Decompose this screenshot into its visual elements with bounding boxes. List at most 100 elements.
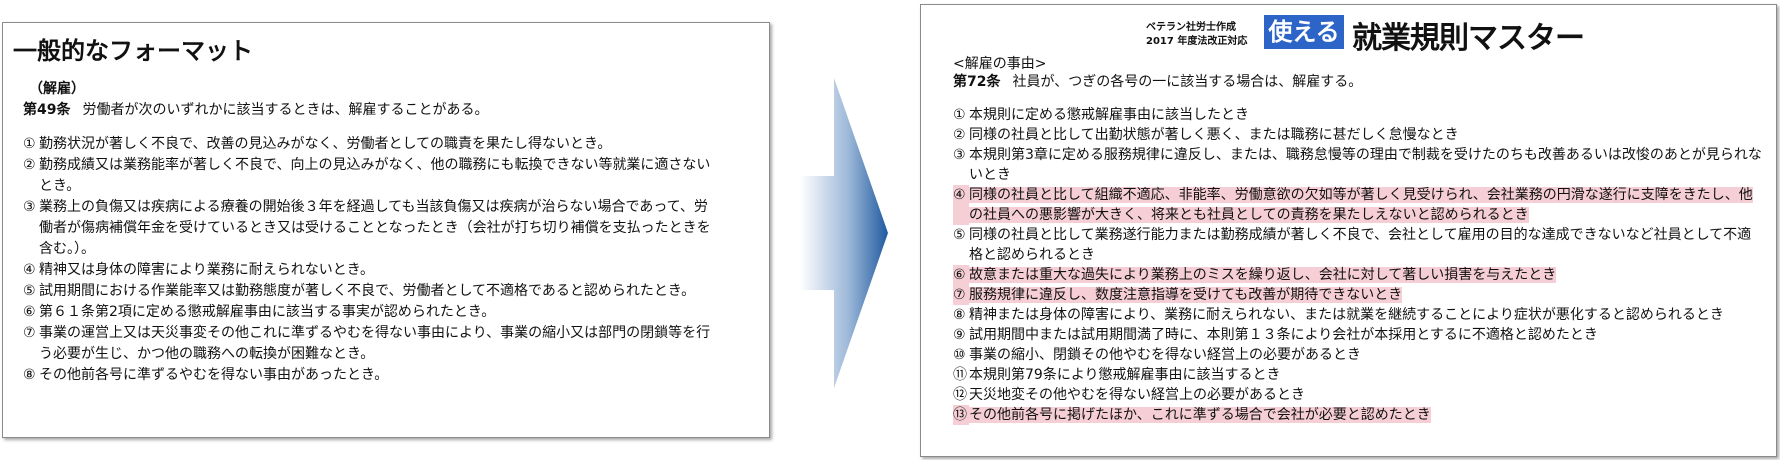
item-text-content: 本規則第3章に定める服務規律に違反し、または、職務怠慢等の理由で制裁を受けたのち… (969, 147, 1762, 183)
item-text-content: 精神または身体の障害により、業務に耐えられない、または就業を継続することにより症… (969, 307, 1724, 323)
item-number: ④ (953, 185, 969, 225)
item-number: ⑬ (953, 405, 969, 425)
article-number: 第49条 (23, 102, 71, 118)
item-text: 服務規律に違反し、数度注意指導を受けても改善が期待できないとき (969, 285, 1403, 305)
item-number: ① (23, 136, 36, 152)
item-text: 業務上の負傷又は疾病による療養の開始後３年を経過しても当該負傷又は疾病が治らない… (39, 197, 713, 260)
general-format-panel: 一般的なフォーマット （解雇） 第49条労働者が次のいずれかに該当するときは、解… (2, 22, 770, 438)
section-label: <解雇の事由> (953, 56, 1047, 72)
item-text-content: 事業の運営上又は天災事変その他これに準ずるやむを得ない事由により、事業の縮小又は… (39, 325, 711, 362)
item-text-content: その他前各号に準ずるやむを得ない事由があったとき。 (39, 367, 389, 383)
item-text: 本規則に定める懲戒解雇事由に該当したとき (969, 105, 1249, 125)
item-text-content: 第６１条第2項に定める懲戒解雇事由に該当する事実が認められたとき。 (39, 304, 496, 320)
item-text: その他前各号に掲げたほか、これに準ずる場合で会社が必要と認めたとき (969, 405, 1431, 425)
item-text: 事業の縮小、閉鎖その他やむを得ない経営上の必要があるとき (969, 345, 1361, 365)
item-text: 試用期間における作業能率又は勤務態度が著しく不良で、労働者として不適格であると認… (39, 281, 695, 302)
item-text: 同様の社員と比して出勤状態が著しく悪く、または職務に甚だしく怠慢なとき (969, 125, 1459, 145)
item-text-content: 勤務成績又は業務能率が著しく不良で、向上の見込みがなく、他の職務にも転換できない… (39, 157, 711, 194)
item-number: ② (953, 127, 966, 143)
item-text-content: 同様の社員と比して組織不適応、非能率、労働意欲の欠如等が著しく見受けられ、会社業… (969, 187, 1753, 223)
brand-tagline-1: ベテラン社労士作成 (1146, 22, 1236, 33)
item-text: 本規則第79条により懲戒解雇事由に該当するとき (969, 365, 1281, 385)
brand-tagline-2: 2017 年度法改正対応 (1146, 36, 1248, 47)
item-text-content: 本規則に定める懲戒解雇事由に該当したとき (969, 107, 1249, 123)
item-number: ⑨ (953, 327, 966, 343)
item-number: ⑦ (23, 325, 36, 341)
item-number: ⑤ (23, 283, 36, 299)
item-number: ⑧ (23, 367, 36, 383)
item-number: ⑦ (953, 285, 969, 305)
item-text-content: 業務上の負傷又は疾病による療養の開始後３年を経過しても当該負傷又は疾病が治らない… (39, 199, 711, 257)
item-number: ③ (23, 199, 36, 215)
item-number: ④ (23, 262, 36, 278)
item-text-content: 勤務状況が著しく不良で、改善の見込みがなく、労働者としての職責を果たし得ないとき… (39, 136, 612, 152)
item-text: 勤務成績又は業務能率が著しく不良で、向上の見込みがなく、他の職務にも転換できない… (39, 155, 713, 197)
item-text-content: 精神又は身体の障害により業務に耐えられないとき。 (39, 262, 375, 278)
article-text: 社員が、つぎの各号の一に該当する場合は、解雇する。 (1012, 74, 1363, 90)
item-text-content: 本規則第79条により懲戒解雇事由に該当するとき (969, 367, 1281, 383)
brand-highlight-badge: 使える (1264, 15, 1344, 49)
item-text-content: 天災地変その他やむを得ない経営上の必要があるとき (969, 387, 1305, 403)
item-text: 精神又は身体の障害により業務に耐えられないとき。 (39, 260, 374, 281)
article-line: 第49条労働者が次のいずれかに該当するときは、解雇することがある。 (23, 100, 488, 120)
item-text: 勤務状況が著しく不良で、改善の見込みがなく、労働者としての職責を果たし得ないとき… (39, 134, 611, 155)
item-text: 故意または重大な過失により業務上のミスを繰り返し、会社に対して著しい損害を与えた… (969, 265, 1557, 285)
section-label: （解雇） (29, 81, 85, 97)
article-line: 第72条社員が、つぎの各号の一に該当する場合は、解雇する。 (953, 73, 1362, 91)
article-text: 労働者が次のいずれかに該当するときは、解雇することがある。 (82, 102, 489, 118)
article-number: 第72条 (953, 74, 1001, 90)
item-text: 同様の社員と比して組織不適応、非能率、労働意欲の欠如等が著しく見受けられ、会社業… (969, 185, 1765, 225)
master-format-panel: ベテラン社労士作成 2017 年度法改正対応 使える 就業規則マスター <解雇の… (920, 4, 1777, 457)
item-text: 試用期間中または試用期間満了時に、本則第１３条により会社が本採用とするに不適格と… (969, 325, 1598, 345)
item-text-content: 同様の社員と比して業務遂行能力または勤務成績が著しく不良で、会社として雇用の目的… (969, 227, 1752, 263)
item-text-content: 服務規律に違反し、数度注意指導を受けても改善が期待できないとき (969, 287, 1403, 303)
item-text: 本規則第3章に定める服務規律に違反し、または、職務怠慢等の理由で制裁を受けたのち… (969, 145, 1765, 185)
item-number: ① (953, 107, 966, 123)
item-text-content: 試用期間中または試用期間満了時に、本則第１３条により会社が本採用とするに不適格と… (969, 327, 1598, 343)
item-text-content: 試用期間における作業能率又は勤務態度が著しく不良で、労働者として不適格であると認… (39, 283, 696, 299)
item-text-content: 同様の社員と比して出勤状態が著しく悪く、または職務に甚だしく怠慢なとき (969, 127, 1459, 143)
item-number: ② (23, 157, 36, 173)
item-text: 天災地変その他やむを得ない経営上の必要があるとき (969, 385, 1305, 405)
item-number: ⑩ (953, 347, 966, 363)
item-number: ⑥ (953, 265, 969, 285)
item-number: ⑫ (953, 387, 967, 403)
item-number: ⑤ (953, 227, 966, 243)
item-text: 精神または身体の障害により、業務に耐えられない、または就業を継続することにより症… (969, 305, 1724, 325)
item-text: 事業の運営上又は天災事変その他これに準ずるやむを得ない事由により、事業の縮小又は… (39, 323, 713, 365)
item-text: 第６１条第2項に定める懲戒解雇事由に該当する事実が認められたとき。 (39, 302, 495, 323)
item-text: その他前各号に準ずるやむを得ない事由があったとき。 (39, 365, 388, 386)
item-text-content: その他前各号に掲げたほか、これに準ずる場合で会社が必要と認めたとき (969, 407, 1431, 423)
item-number: ⑥ (23, 304, 36, 320)
brand-title: 就業規則マスター (1352, 21, 1585, 56)
right-arrow-icon (800, 78, 888, 388)
item-number: ⑧ (953, 307, 966, 323)
item-text-content: 故意または重大な過失により業務上のミスを繰り返し、会社に対して著しい損害を与えた… (969, 267, 1557, 283)
item-number: ⑪ (953, 367, 967, 383)
panel-heading: 一般的なフォーマット (13, 37, 253, 65)
item-text: 同様の社員と比して業務遂行能力または勤務成績が著しく不良で、会社として雇用の目的… (969, 225, 1765, 265)
item-number: ③ (953, 147, 966, 163)
item-text-content: 事業の縮小、閉鎖その他やむを得ない経営上の必要があるとき (969, 347, 1361, 363)
